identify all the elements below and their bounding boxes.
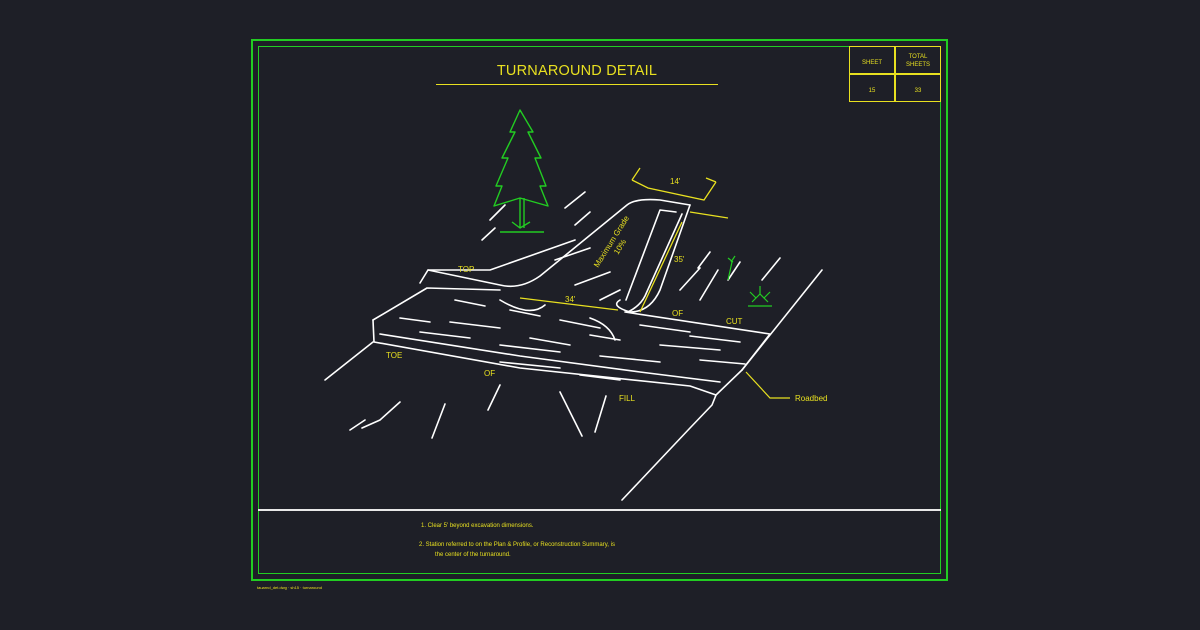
notes-divider xyxy=(258,509,941,511)
spur-right-inner-2 xyxy=(625,209,677,301)
dim-width-label: 14' xyxy=(670,177,681,186)
sheet-label: SHEET xyxy=(861,60,882,66)
fill-slope-right xyxy=(621,394,717,501)
dim-34-line xyxy=(519,297,619,311)
road-bottom-edge xyxy=(372,319,743,396)
cut-slope-right xyxy=(741,269,823,371)
road-lip-line xyxy=(379,333,721,383)
spur-right-edge xyxy=(615,204,691,313)
note-2-line1: 2. Station referred to on the Plan & Pro… xyxy=(419,542,615,548)
label-of-right: OF xyxy=(672,309,683,318)
note-1: 1. Clear 5' beyond excavation dimensions… xyxy=(421,523,534,529)
cut-slope-hatch xyxy=(564,191,781,301)
label-toe: TOE xyxy=(386,351,402,360)
note-2-line2: the center of the turnaround. xyxy=(435,552,511,558)
total-sheets-value: 33 xyxy=(914,88,922,94)
sheet-block-divider-horizontal xyxy=(850,73,940,75)
dim-35-line xyxy=(639,211,729,313)
road-linework xyxy=(324,191,823,501)
fill-slope-left xyxy=(324,341,374,381)
spur-surface-hatch xyxy=(554,247,621,301)
road-surface-hatch-2 xyxy=(454,299,691,333)
label-of-left: OF xyxy=(484,369,495,378)
total-label-line1: TOTAL xyxy=(908,54,928,60)
dimension-lines xyxy=(519,167,729,313)
sheet-border-outer xyxy=(251,39,948,581)
spur-right-inner xyxy=(627,213,683,313)
dim-length-label: 35' xyxy=(674,255,685,264)
dim-14-line xyxy=(631,179,717,201)
spur-top-left xyxy=(419,239,576,284)
road-surface-hatch xyxy=(399,317,746,381)
spur-left-edge xyxy=(427,198,691,288)
dim-flare-label: 34' xyxy=(565,295,576,304)
left-flare-curve xyxy=(499,299,546,312)
label-fill: FILL xyxy=(619,394,636,403)
fill-slope-hatch xyxy=(349,384,607,439)
tree-icon xyxy=(493,109,549,233)
dim-14-extensions xyxy=(631,167,717,183)
sheet-number-value: 15 xyxy=(868,88,876,94)
top-slope-hatch xyxy=(481,204,506,241)
roadbed-leader xyxy=(745,371,790,399)
label-top: TOP xyxy=(458,265,474,274)
label-roadbed: Roadbed xyxy=(795,394,827,403)
sheet-number-block: SHEET TOTAL SHEETS 15 33 xyxy=(849,46,941,102)
drawing-title: TURNAROUND DETAIL xyxy=(436,60,718,85)
drawing-file-id: tauarnd_det.dwg · sh15 · turnaround xyxy=(257,585,322,590)
right-flare-curve xyxy=(589,317,616,341)
total-label-line2: SHEETS xyxy=(905,62,930,68)
shrub-icon xyxy=(727,255,772,307)
sheet-border-inner xyxy=(258,46,941,574)
total-sheets-label: TOTAL SHEETS xyxy=(895,53,941,69)
label-cut: CUT xyxy=(726,317,743,326)
